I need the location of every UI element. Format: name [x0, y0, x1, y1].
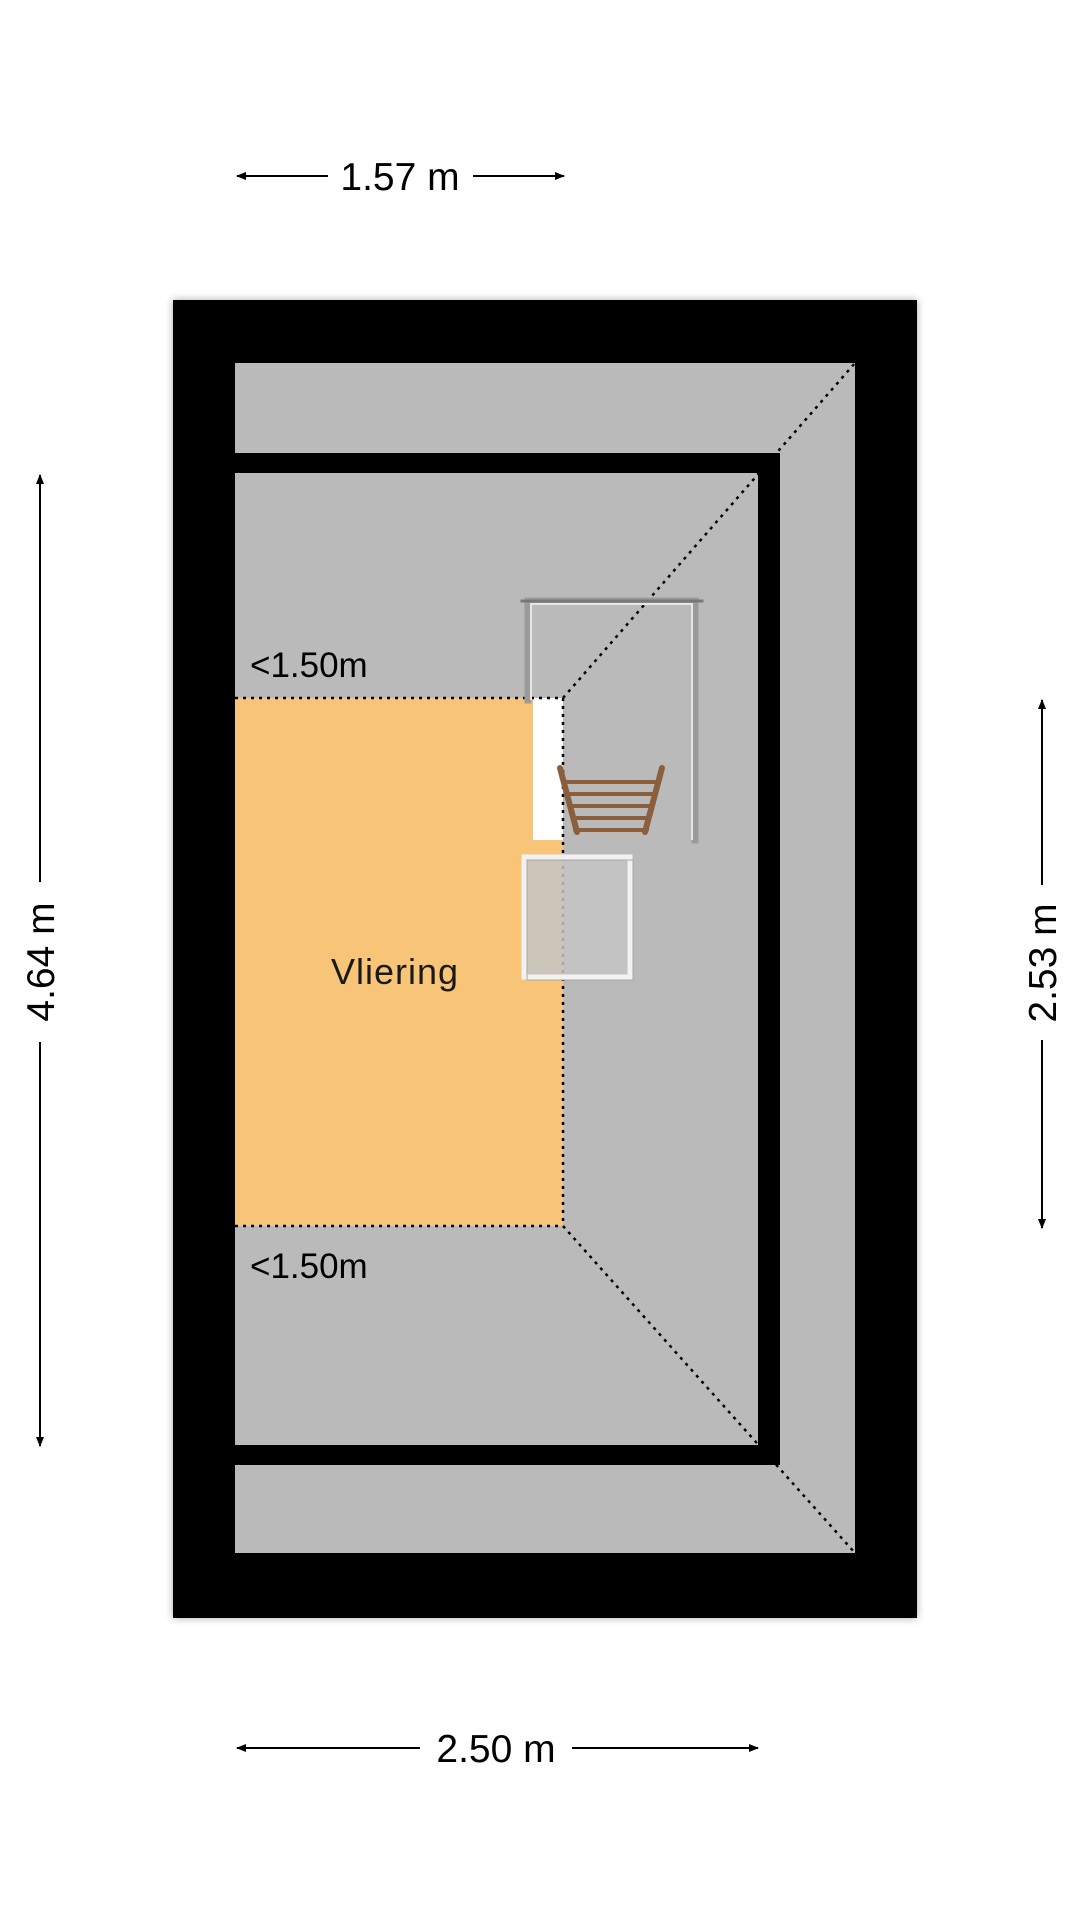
- roof-hatch-icon: [521, 854, 634, 981]
- dimension-bottom-label: 2.50 m: [436, 1728, 555, 1771]
- height-limit-bottom: <1.50m: [250, 1247, 368, 1286]
- room-label: Vliering: [331, 951, 459, 992]
- dimension-top: 1.57 m: [236, 156, 565, 199]
- dimension-bottom: 2.50 m: [236, 1728, 759, 1771]
- dimension-right-label: 2.53 m: [1022, 903, 1065, 1022]
- height-limit-top: <1.50m: [250, 646, 368, 685]
- window-icon: [520, 597, 704, 844]
- ladder-icon: [557, 765, 665, 835]
- dimension-left-label: 4.64 m: [20, 902, 63, 1021]
- vliering-area: [235, 698, 563, 1226]
- dimension-top-label: 1.57 m: [340, 156, 459, 199]
- dimension-right: 2.53 m: [1022, 699, 1065, 1229]
- dimension-left: 4.64 m: [20, 474, 63, 1447]
